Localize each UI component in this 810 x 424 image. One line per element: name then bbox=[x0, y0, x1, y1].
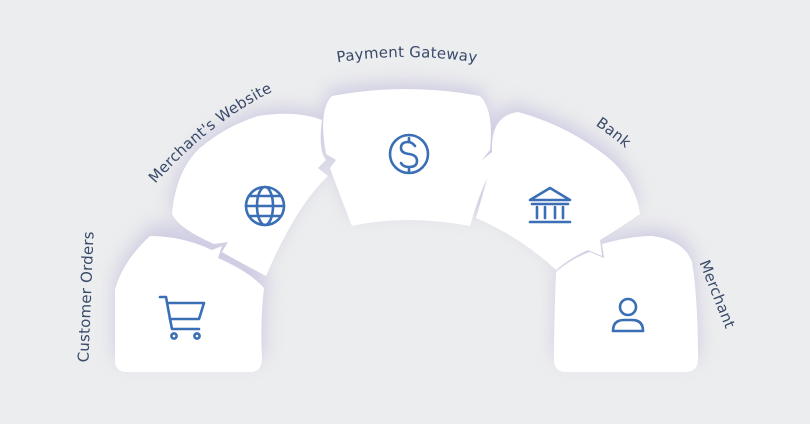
globe-icon bbox=[244, 185, 286, 227]
card-payment-gateway bbox=[323, 89, 492, 226]
bank-icon bbox=[528, 186, 572, 224]
card-merchant bbox=[554, 236, 698, 372]
step-label-merchant: Merchant bbox=[695, 257, 738, 331]
dollar-circle-icon bbox=[388, 133, 430, 175]
shopping-cart-icon bbox=[158, 295, 206, 340]
card-bank bbox=[476, 112, 640, 270]
user-icon bbox=[611, 297, 645, 333]
step-label-customer-orders: Customer Orders bbox=[74, 231, 97, 363]
step-label-payment-gateway: Payment Gateway bbox=[335, 43, 478, 67]
